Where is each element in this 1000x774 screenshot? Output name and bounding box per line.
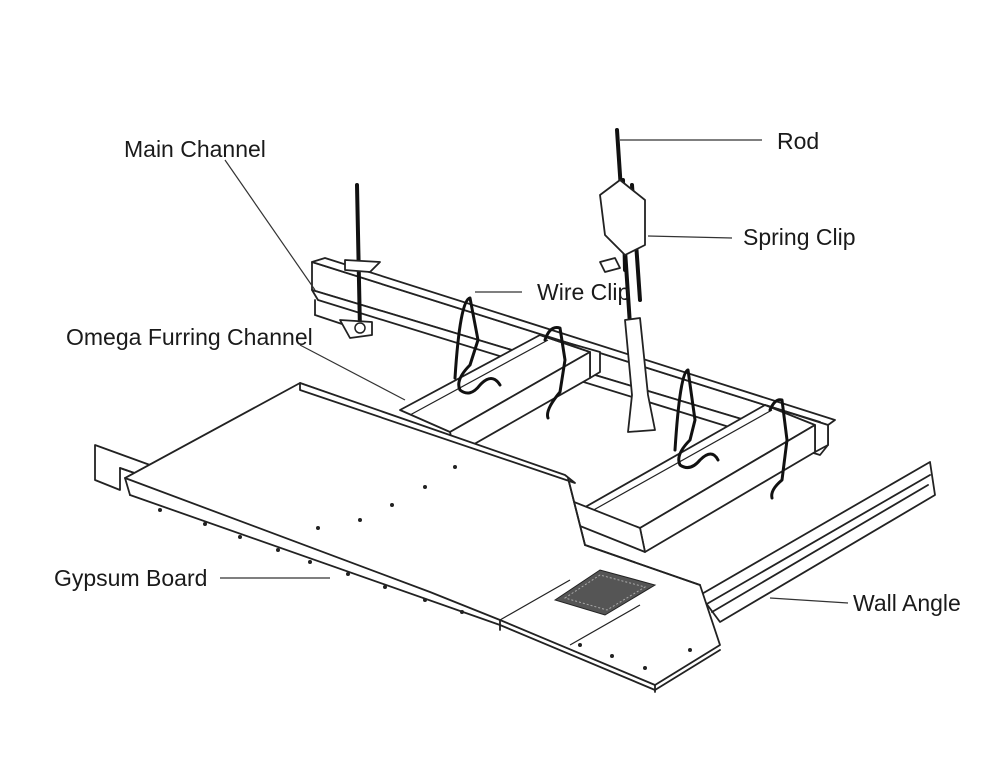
spring-clip xyxy=(599,179,656,433)
label-gypsum-board: Gypsum Board xyxy=(54,565,207,591)
wall-angle-right xyxy=(699,461,936,623)
label-spring-clip: Spring Clip xyxy=(743,224,856,250)
wire-clip-2 xyxy=(543,326,567,420)
omega-furring-channel-1 xyxy=(399,334,601,456)
joint-mesh xyxy=(553,569,657,616)
label-omega-furring-channel: Omega Furring Channel xyxy=(66,324,313,350)
leader-lines xyxy=(220,139,849,604)
label-main-channel: Main Channel xyxy=(124,136,266,162)
wire-clip-1 xyxy=(453,296,502,395)
label-rod: Rod xyxy=(777,128,819,154)
label-wall-angle: Wall Angle xyxy=(853,590,961,616)
gypsum-board xyxy=(124,382,721,693)
rod-left xyxy=(339,183,381,339)
label-wire-clip: Wire Clip xyxy=(537,279,630,305)
omega-furring-channel-2 xyxy=(579,404,829,553)
wire-clip-3 xyxy=(673,368,720,470)
wire-clip-4 xyxy=(768,398,789,500)
